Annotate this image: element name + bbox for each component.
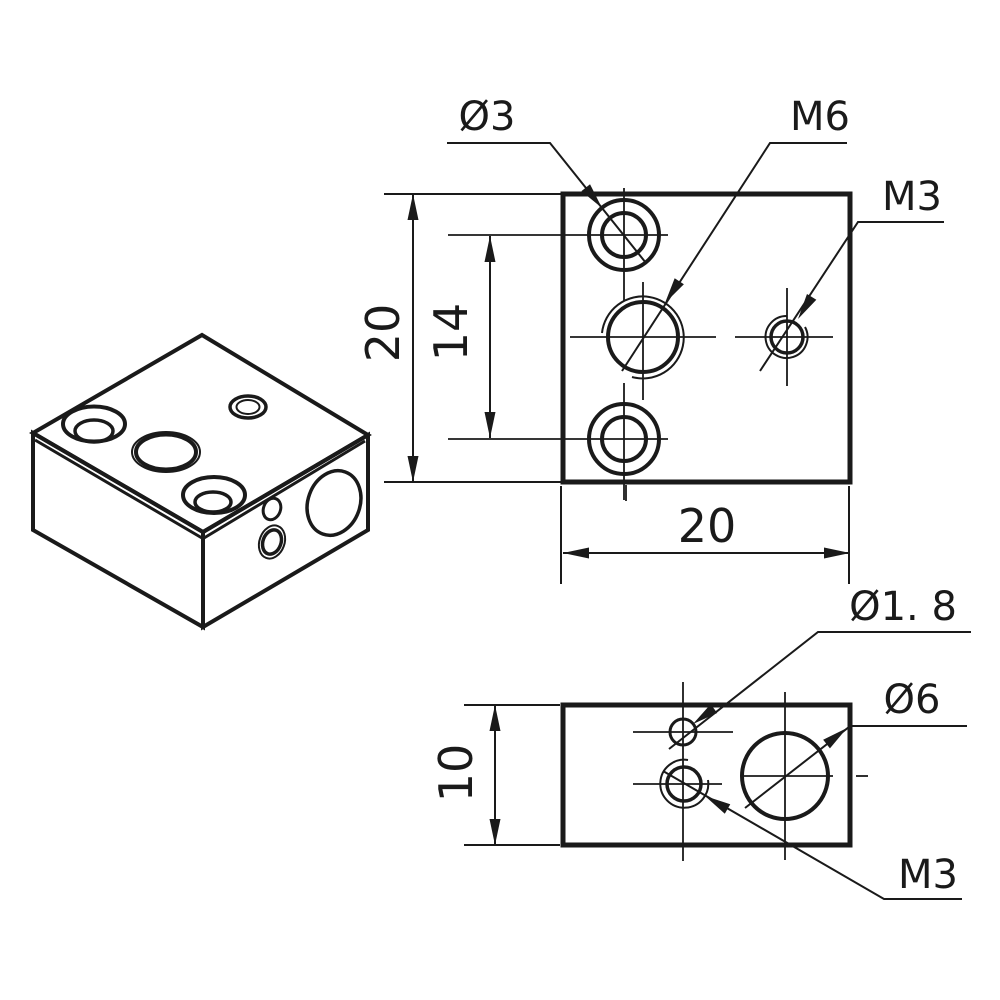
iso-counterbore-hole-front-inner: [193, 490, 233, 514]
label-dia6: Ø6: [884, 677, 941, 723]
dim-text-width-20: 20: [678, 499, 737, 553]
front-hole-top-bore: [600, 211, 648, 259]
side-hole-heater: [740, 731, 830, 821]
side-hole-m3: [665, 765, 703, 803]
front-dim-height: [384, 193, 561, 483]
front-leaders: [447, 142, 944, 372]
leader-m6-arrow: [665, 278, 684, 303]
side-leaders: [662, 631, 971, 900]
front-hole-m6-thread-arc: [601, 295, 685, 380]
leader-dia18: [668, 631, 971, 750]
leader-dia18-arrow: [693, 704, 718, 724]
leader-dia6: [744, 725, 967, 809]
label-m6: M6: [790, 94, 850, 140]
front-centerlines: [448, 188, 833, 500]
iso-center-hole-ring: [131, 431, 201, 473]
iso-heater-hole: [305, 468, 363, 538]
iso-m3-hole-inner: [260, 528, 284, 556]
label-dia18: Ø1. 8: [849, 584, 957, 630]
side-hole-sensor: [668, 717, 698, 747]
side-hole-m3-thread-arc: [659, 758, 710, 809]
front-view: Ø3 M6 M3 20 14 20: [356, 94, 944, 584]
label-m3-side: M3: [898, 852, 958, 898]
leader-dia6-arrow: [823, 728, 847, 749]
leader-dia3-arrow: [581, 184, 602, 208]
leader-m3-front: [759, 221, 944, 372]
iso-chamfer-edge-left: [34, 438, 203, 540]
isometric-view: [29, 332, 372, 631]
front-hole-m6: [606, 300, 680, 374]
front-hole-top-counterbore: [587, 198, 661, 272]
front-dim-hole-spacing: [484, 236, 496, 438]
iso-counterbore-hole-top-outer: [61, 404, 127, 444]
iso-top-face: [29, 332, 372, 535]
iso-right-face: [201, 431, 370, 631]
front-hole-bottom-counterbore: [587, 402, 661, 476]
iso-counterbore-hole-front-outer: [181, 475, 247, 515]
iso-counterbore-hole-top-inner: [73, 418, 115, 444]
dim-text-height-10: 10: [429, 744, 483, 803]
iso-chamfer-edge-right: [203, 439, 366, 540]
iso-center-hole: [134, 432, 198, 472]
leader-m3-side-arrow: [705, 796, 731, 814]
label-m3-front: M3: [882, 174, 942, 220]
leader-m3-front-arrow: [798, 293, 817, 319]
front-hole-m3-thread-arc: [764, 314, 809, 359]
iso-small-hole-outer: [228, 394, 268, 420]
side-view: Ø1. 8 Ø6 M3 10: [429, 584, 971, 900]
side-outline: [560, 702, 853, 848]
side-dim-height: [464, 704, 560, 846]
iso-sensor-hole: [261, 496, 283, 522]
iso-left-face: [31, 429, 205, 631]
leader-dia3: [447, 142, 647, 264]
label-dia3: Ø3: [459, 94, 516, 140]
front-outline: [560, 191, 853, 485]
dim-text-height-20: 20: [356, 304, 410, 363]
dim-text-spacing-14: 14: [424, 303, 478, 362]
leader-m3-side: [662, 770, 962, 900]
iso-m3-hole-outer: [257, 524, 287, 560]
front-hole-bottom-bore: [600, 415, 648, 463]
iso-small-hole-inner: [235, 399, 261, 415]
side-centerlines: [633, 682, 868, 861]
front-hole-m3: [769, 319, 805, 355]
front-dim-width: [560, 485, 850, 584]
